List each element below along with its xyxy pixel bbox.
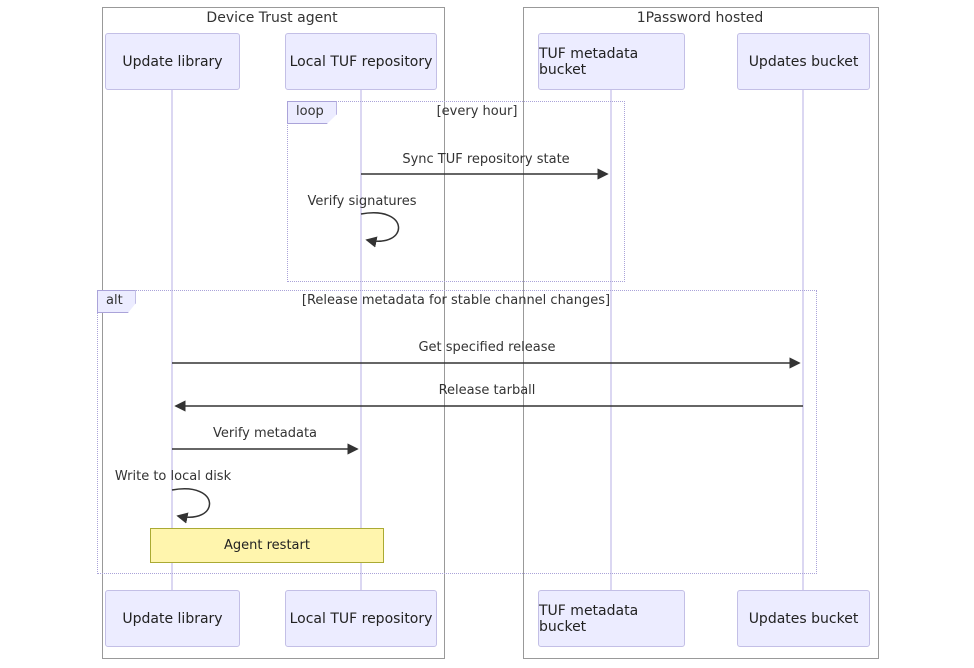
message-label-sync-tuf-repository-state: Sync TUF repository state: [402, 152, 570, 167]
message-label-verify-signatures: Verify signatures: [307, 194, 417, 209]
participant-label: TUF metadata bucket: [539, 45, 639, 78]
alt-frame: [97, 290, 817, 574]
participant-label: Update library: [122, 53, 223, 70]
alt-condition: [Release metadata for stable channel cha…: [301, 293, 611, 308]
container-1password-hosted: [523, 7, 879, 659]
loop-condition: [every hour]: [436, 104, 518, 119]
participant-update-library-bottom: Update library: [105, 590, 240, 647]
alt-label-tab: alt: [97, 290, 136, 313]
participant-label: Update library: [122, 610, 223, 627]
participant-label: Updates bucket: [748, 610, 859, 627]
participant-label: Local TUF repository: [289, 610, 433, 627]
message-label-write-to-local-disk: Write to local disk: [114, 469, 232, 484]
container-title-1password-hosted: 1Password hosted: [636, 10, 764, 26]
participant-tuf-metadata-bucket-top: TUF metadata bucket: [538, 33, 685, 90]
container-title-device-trust-agent: Device Trust agent: [206, 10, 338, 26]
container-device-trust-agent: [102, 7, 445, 659]
message-label-get-specified-release: Get specified release: [418, 340, 556, 355]
loop-label: loop: [296, 104, 324, 119]
participant-updates-bucket-top: Updates bucket: [737, 33, 870, 90]
loop-frame: [287, 101, 625, 282]
loop-label-tab: loop: [287, 101, 337, 124]
participant-update-library-top: Update library: [105, 33, 240, 90]
note-agent-restart: Agent restart: [150, 528, 384, 563]
message-label-release-tarball: Release tarball: [438, 383, 536, 398]
participant-updates-bucket-bottom: Updates bucket: [737, 590, 870, 647]
participant-label: TUF metadata bucket: [539, 602, 639, 635]
participant-local-tuf-repository-bottom: Local TUF repository: [285, 590, 437, 647]
alt-label: alt: [106, 293, 123, 308]
note-text: Agent restart: [224, 538, 310, 553]
participant-label: Local TUF repository: [289, 53, 433, 70]
message-label-verify-metadata: Verify metadata: [212, 426, 318, 441]
participant-local-tuf-repository-top: Local TUF repository: [285, 33, 437, 90]
participant-label: Updates bucket: [748, 53, 859, 70]
participant-tuf-metadata-bucket-bottom: TUF metadata bucket: [538, 590, 685, 647]
